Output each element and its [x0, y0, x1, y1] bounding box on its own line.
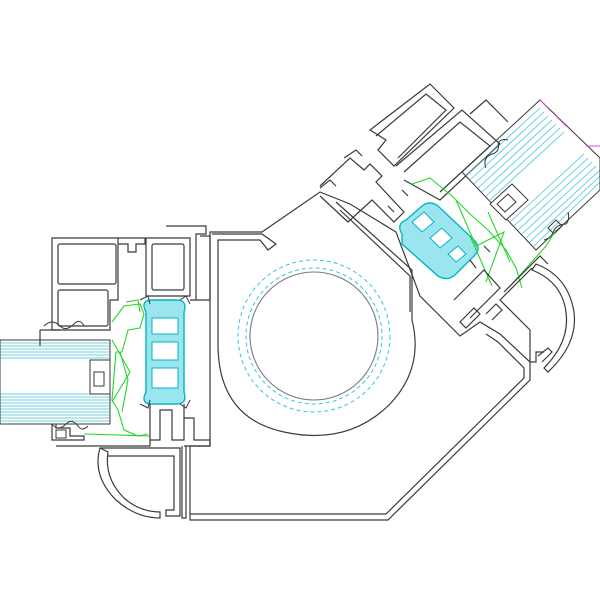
hidden-tube [237, 259, 391, 413]
hidden-tube-outer-circle [237, 259, 391, 413]
right-glass-edge-mark [539, 99, 567, 127]
lower-left-cover [97, 446, 187, 519]
right-glass-pane-outer [465, 107, 565, 201]
lower-left-cover-rib [181, 446, 187, 519]
right-top-wedge-gasket [484, 139, 509, 169]
right-thermal-break [387, 189, 491, 280]
left-spacer-bar [89, 359, 111, 395]
lower-right-cover [499, 263, 576, 373]
right-frame-top-chamber [368, 83, 455, 167]
right-sash-web [503, 255, 549, 293]
left-sill-line [56, 440, 151, 447]
lower-right-cover-tip [537, 347, 553, 363]
left-post-top-chamber [145, 237, 191, 297]
left-bottom-wedge-gasket [51, 420, 89, 430]
lower-left-round-cover [97, 447, 161, 519]
left-green-seal-cross-b [119, 351, 129, 413]
right-glass-pane-inner [509, 153, 600, 247]
left-green-seal-cross-a [111, 339, 131, 403]
corner-post-circular-chamber [212, 201, 416, 437]
left-post-top-inner [151, 243, 185, 291]
left-green-seal-bottom [83, 433, 151, 437]
corner-post [189, 191, 531, 521]
right-thermal-break-cavities [411, 211, 467, 263]
right-frame-mid-chamber [395, 109, 501, 201]
right-spacer-bar [489, 183, 529, 221]
left-outer-seal-arm [39, 329, 60, 346]
right-frame-lower-chamber [319, 157, 405, 223]
lower-right-cover-bracket [499, 267, 544, 363]
left-sash-profile [39, 237, 146, 441]
lower-right-round-cover [531, 263, 576, 373]
right-green-seals [411, 177, 557, 289]
left-sash-chamber-upper [57, 243, 117, 285]
corner-post-chamber-web [339, 209, 411, 312]
left-sash-clip [118, 237, 146, 253]
lower-left-cover-bracket [100, 447, 181, 517]
right-glass-outline [461, 99, 600, 251]
left-post-top-flange [166, 225, 207, 301]
corner-post-inner-bottom [190, 333, 525, 515]
right-green-seal-webs [469, 211, 511, 287]
left-bottom-gasket-block [55, 429, 67, 439]
right-sash-chamber [453, 269, 501, 319]
left-glazing-unit [0, 339, 111, 425]
left-sash-chamber-lower [57, 289, 109, 327]
left-glass-pane-outer [0, 342, 110, 359]
right-thermal-break-hooks [387, 189, 491, 269]
left-top-wedge-gasket [43, 320, 85, 330]
right-frame-clips [319, 149, 363, 189]
left-glass-pane-inner [0, 393, 110, 422]
right-bottom-wedge-gasket [543, 211, 570, 241]
right-glazing-unit [461, 99, 600, 251]
hidden-tube-mid-circle [245, 267, 383, 405]
right-green-seal-cross [455, 199, 505, 283]
right-spacer-slot [496, 193, 517, 213]
left-green-seal-main [111, 303, 149, 437]
left-green-seal-top [125, 299, 141, 313]
hidden-tube-inner-circle [249, 271, 379, 401]
corner-post-outer-contour [189, 191, 531, 521]
left-post-bottom-legs [149, 404, 185, 441]
right-green-seal-bottom [511, 229, 557, 285]
left-thermal-break [139, 295, 191, 409]
right-gaskets [484, 139, 570, 241]
right-frame-top-flange [469, 99, 509, 123]
left-gaskets [43, 320, 89, 439]
right-green-seal-main [411, 177, 523, 289]
right-sash-clip [459, 307, 481, 329]
right-frame-top-inner [375, 93, 447, 159]
right-sash-hook [485, 303, 503, 321]
left-green-seals [83, 299, 151, 437]
left-thermal-break-cavities [151, 317, 179, 389]
right-bottom-gasket-block [547, 219, 563, 235]
left-spacer-slot [93, 371, 105, 387]
right-sash-profile [453, 255, 549, 329]
